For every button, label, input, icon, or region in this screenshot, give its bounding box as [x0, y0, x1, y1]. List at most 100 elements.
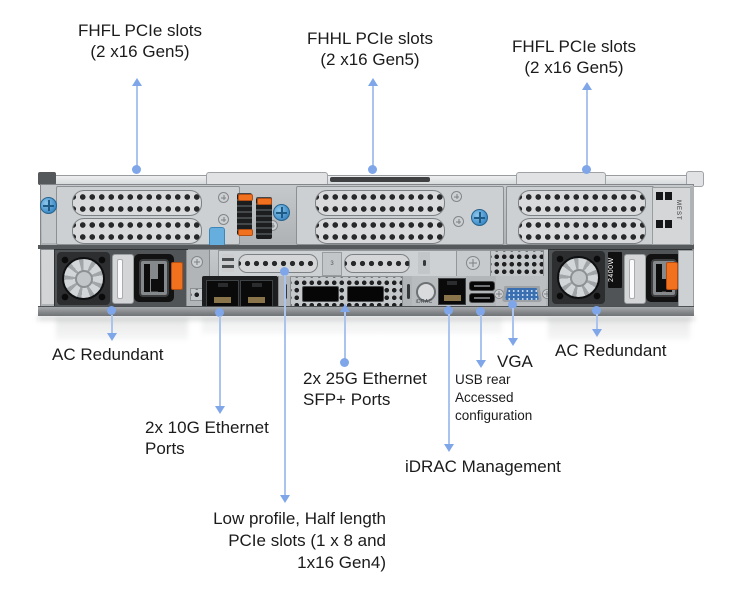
leader-line [448, 314, 450, 444]
slot-number-bracket: 3 [322, 252, 342, 276]
callout-fhhl-center: FHHL PCIe slots (2 x16 Gen5) [290, 28, 450, 70]
bracket-hole [665, 220, 672, 228]
identify-button-icon [416, 282, 436, 302]
anchor-dot-icon [132, 165, 141, 174]
pcie-slot-grille [72, 190, 202, 216]
bracket-hole [656, 192, 663, 200]
psu-release-tab-icon [171, 262, 183, 290]
screw-hole-icon [218, 192, 229, 203]
screw-hole-icon [453, 216, 464, 227]
sfp-port-1 [302, 286, 339, 302]
callout-line-text: FHFL PCIe slots [77, 21, 203, 40]
pcie-slot-grille [72, 218, 202, 244]
boss-module [256, 197, 272, 239]
callout-low-profile: Low profile, Half length PCIe slots (1 x… [180, 508, 386, 574]
chassis-bottom-rail [38, 306, 694, 316]
orange-latch-icon [238, 194, 253, 201]
callout-line-text: Ports [145, 439, 185, 458]
callout-line-text: (2 x16 Gen5) [90, 42, 190, 61]
callout-vga: VGA [497, 351, 533, 372]
callout-line-text: 2x 10G Ethernet [145, 418, 269, 437]
bracket-slot [418, 252, 430, 274]
arrowhead-icon [340, 304, 350, 312]
idrac-port-label: iDRAC [415, 299, 433, 305]
callout-ac-redundant-left: AC Redundant [52, 344, 164, 365]
callout-idrac: iDRAC Management [405, 456, 561, 477]
anchor-dot-icon [476, 307, 485, 316]
arrowhead-icon [582, 82, 592, 90]
leader-line [344, 312, 346, 360]
leader-line [111, 315, 113, 333]
callout-fhfl-right: FHFL PCIe slots (2 x16 Gen5) [494, 36, 654, 78]
left-end-cap [42, 250, 56, 304]
psu-handle [112, 254, 134, 304]
leader-line [586, 90, 588, 168]
leader-line [219, 316, 221, 406]
anchor-dot-icon [280, 267, 289, 276]
top-left-latch [38, 172, 56, 185]
callout-line-text: VGA [497, 352, 533, 371]
leader-line [596, 314, 598, 329]
callout-line-text: 2x 25G Ethernet [303, 369, 427, 388]
arrowhead-icon [444, 444, 454, 452]
right-edge-strip [690, 186, 694, 244]
usb-port-1 [469, 281, 495, 291]
boss-module [237, 193, 252, 235]
leader-line [136, 86, 138, 168]
arrowhead-icon [215, 406, 225, 414]
callout-line-text: PCIe slots (1 x 8 and [228, 531, 386, 550]
sfp-port-2 [347, 286, 384, 302]
blue-thumbscrew-icon [273, 204, 290, 221]
blue-thumbscrew-icon [40, 197, 57, 214]
callout-line-text: 1x16 Gen4) [297, 553, 386, 572]
rj45-10g-port-1 [206, 280, 239, 307]
idrac-rj45-port [438, 278, 466, 305]
callout-fhfl-left: FHFL PCIe slots (2 x16 Gen5) [60, 20, 220, 62]
lip-vent-slot [330, 177, 430, 182]
callout-line-text: Low profile, Half length [213, 509, 386, 528]
rj45-10g-port-2 [240, 280, 273, 307]
anchor-dot-icon [215, 308, 224, 317]
callout-line-text: Accessed [455, 390, 514, 405]
screw-icon [191, 256, 203, 268]
leader-line [372, 86, 374, 168]
callout-line-text: configuration [455, 408, 533, 423]
bracket-marks [222, 254, 234, 272]
callout-line-text: AC Redundant [555, 341, 667, 360]
callout-ac-redundant-right: AC Redundant [555, 340, 667, 361]
psu-wattage-label: 2400W [608, 252, 622, 288]
anchor-dot-icon [368, 165, 377, 174]
orange-latch-icon [238, 229, 253, 236]
ac-inlet-icon [134, 254, 174, 302]
bracket-hole [665, 192, 672, 200]
screw-hole-icon [218, 214, 229, 225]
pcie-slot-grille [315, 218, 445, 244]
usb-port-2 [469, 293, 495, 303]
callout-line-text: AC Redundant [52, 345, 164, 364]
pcie-slot-grille [518, 190, 646, 216]
orange-latch-icon [257, 198, 272, 205]
arrowhead-icon [476, 360, 486, 368]
arrowhead-icon [508, 338, 518, 346]
anchor-dot-icon [592, 306, 601, 315]
blue-release-clip-icon [209, 227, 225, 247]
bracket-hole [656, 220, 663, 228]
right-end-cap [678, 250, 694, 307]
screw-icon [466, 256, 480, 270]
arrowhead-icon [107, 333, 117, 341]
psu-fan-icon [57, 252, 110, 305]
callout-line-text: (2 x16 Gen5) [524, 58, 624, 77]
arrowhead-icon [368, 78, 378, 86]
blue-thumbscrew-icon [471, 209, 488, 226]
anchor-dot-icon [340, 358, 349, 367]
callout-line-text: SFP+ Ports [303, 390, 391, 409]
anchor-dot-icon [582, 165, 591, 174]
arrowhead-icon [280, 495, 290, 503]
low-profile-slot-grille [344, 254, 410, 273]
riser-sticker-label: MEST [675, 200, 681, 221]
callout-line-text: FHHL PCIe slots [307, 29, 433, 48]
leader-line [512, 308, 514, 338]
callout-line-text: FHFL PCIe slots [511, 37, 637, 56]
floor-reflection [38, 316, 694, 362]
